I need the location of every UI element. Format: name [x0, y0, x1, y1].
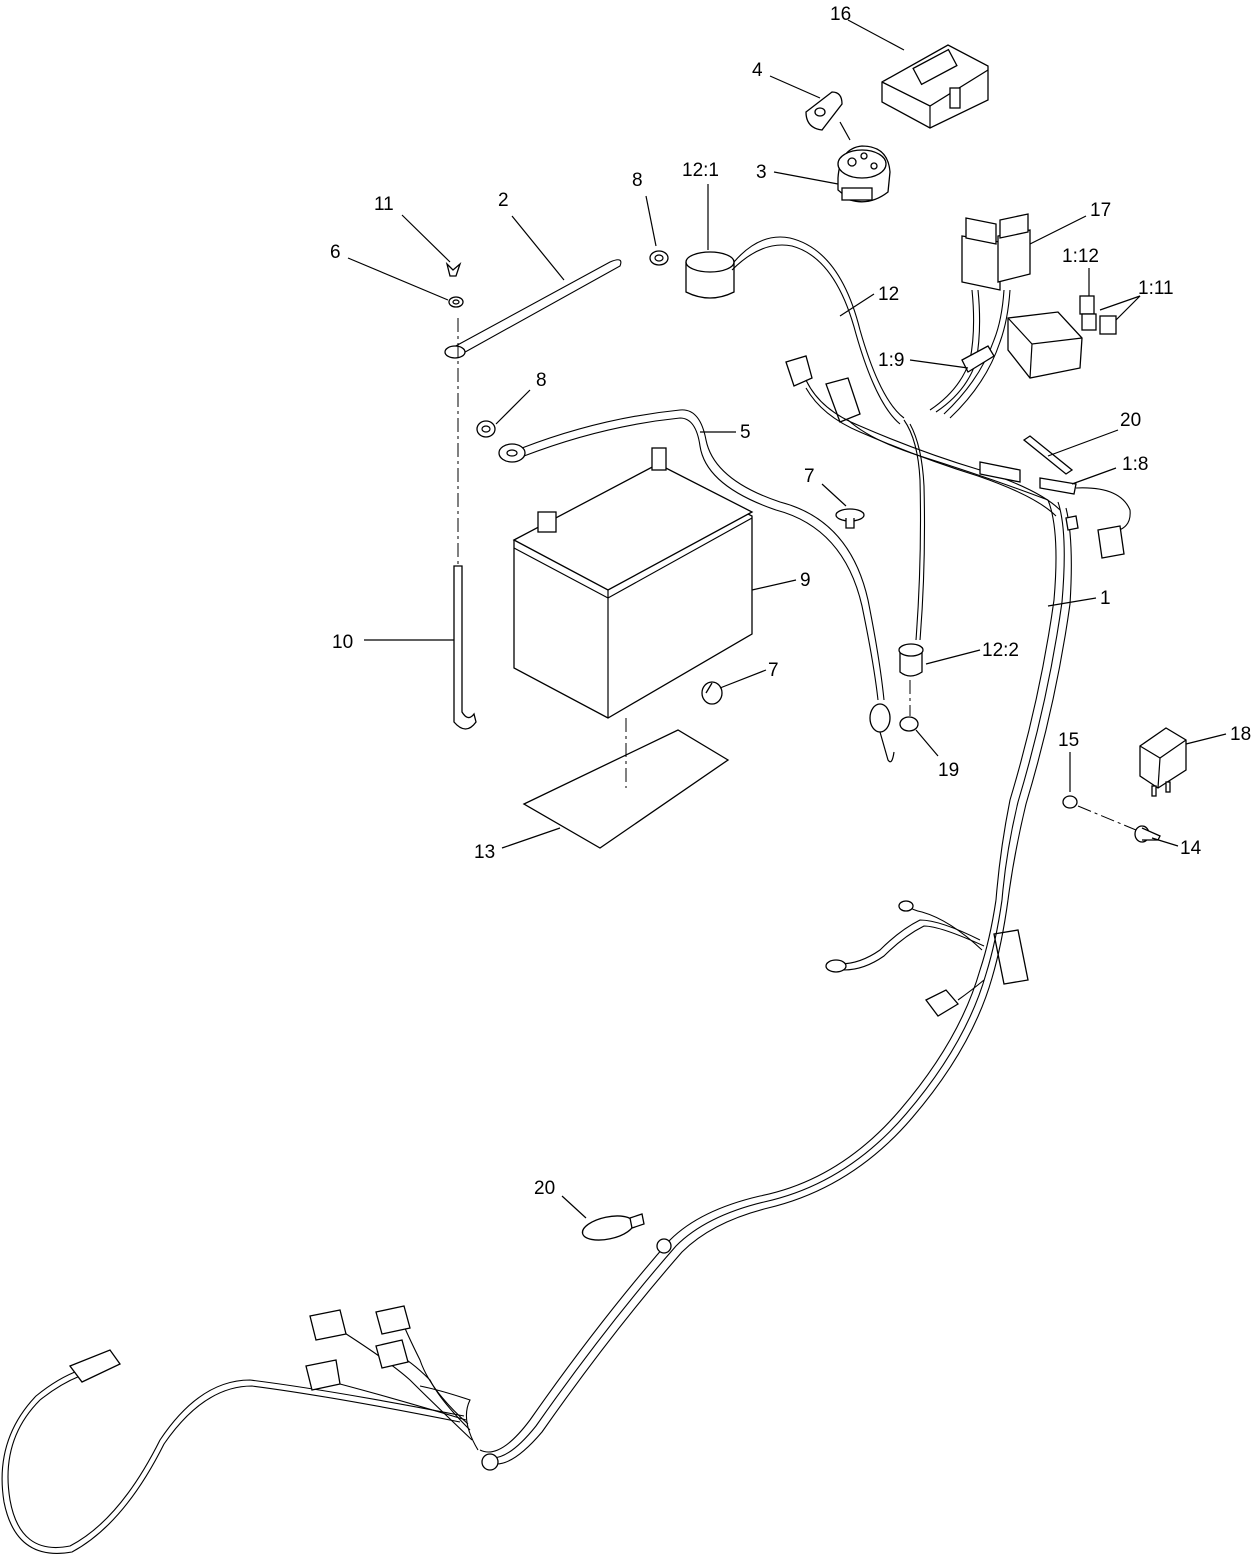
hour-meter-part: [881, 44, 989, 129]
callout-1-11: 1:11: [1138, 278, 1174, 299]
callout-19: 19: [938, 760, 959, 781]
callout-18: 18: [1230, 724, 1251, 745]
positive-cable-part: [685, 236, 926, 677]
fuse-part: [1079, 295, 1117, 335]
callout-12-2: 12:2: [982, 640, 1019, 661]
callout-9: 9: [800, 570, 811, 591]
callout-8: 8: [632, 170, 643, 191]
callout-2: 2: [498, 190, 509, 211]
nut-part: [649, 250, 669, 266]
battery-part: [512, 447, 754, 719]
callout-4: 4: [752, 60, 763, 81]
nut-part: [476, 420, 496, 438]
callout-20: 20: [1120, 410, 1141, 431]
callout-7: 7: [768, 660, 779, 681]
callout-20: 20: [534, 1178, 555, 1199]
hold-down-hardware: [444, 259, 622, 730]
wire-tie-part: [581, 1213, 645, 1241]
callout-14: 14: [1180, 838, 1202, 859]
fuse-block-part: [1007, 311, 1083, 379]
callout-16: 16: [830, 4, 851, 25]
callout-1: 1: [1100, 588, 1111, 609]
callout-3: 3: [756, 162, 767, 183]
wire-harness-part: [785, 289, 1131, 901]
callout-1-8: 1:8: [1122, 454, 1148, 475]
battery-pad-part: [522, 718, 730, 849]
wire-tie-part: [1022, 435, 1074, 475]
callout-12-1: 12:1: [682, 160, 719, 181]
callout-5: 5: [740, 422, 751, 443]
callout-15: 15: [1058, 730, 1079, 751]
callout-6: 6: [330, 242, 341, 263]
callout-labels: 16 4 3 8 12:1 11 2 6 17 1:12 1:11 12 1:9…: [330, 4, 1251, 1199]
ignition-switch-part: [837, 145, 891, 203]
callout-8: 8: [536, 370, 547, 391]
switch-part: [961, 213, 1031, 291]
nut-part: [1062, 795, 1137, 831]
screw-part: [1134, 825, 1161, 843]
callout-12: 12: [878, 284, 899, 305]
callout-10: 10: [332, 632, 353, 653]
key-part: [805, 91, 851, 141]
callout-17: 17: [1090, 200, 1111, 221]
callout-1-9: 1:9: [878, 350, 904, 371]
callout-1-12: 1:12: [1062, 246, 1099, 267]
relay-part: [1139, 727, 1187, 797]
leader-lines: [347, 19, 1227, 1219]
bolt-part: [835, 508, 865, 529]
wire-harness-lower: [1, 899, 1029, 1554]
callout-11: 11: [374, 194, 394, 215]
callout-13: 13: [474, 842, 495, 863]
nut-part: [899, 680, 919, 732]
bolt-part: [701, 681, 723, 705]
negative-cable-part: [498, 409, 895, 763]
callout-7: 7: [804, 466, 815, 487]
